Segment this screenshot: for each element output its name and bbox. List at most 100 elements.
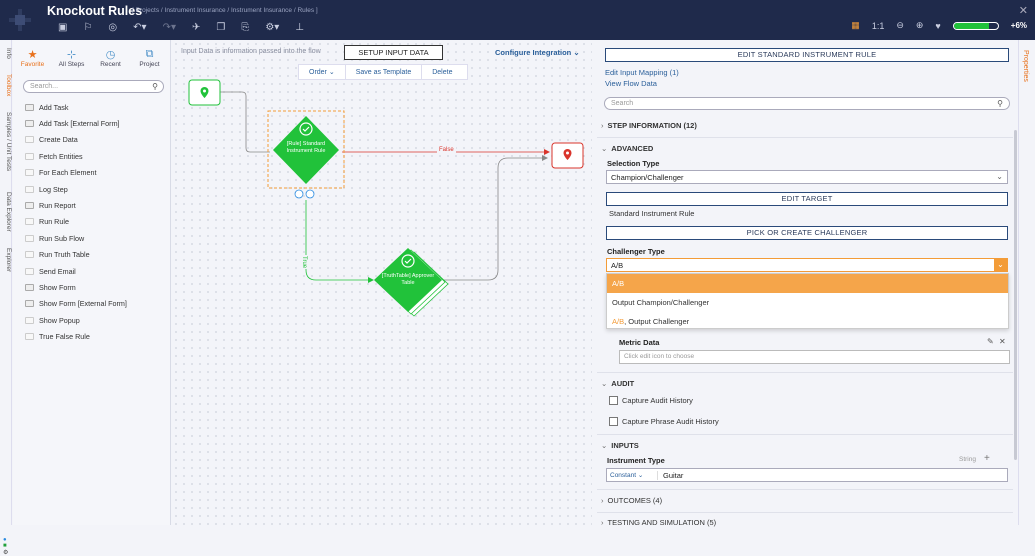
start-node[interactable] [188, 79, 221, 106]
chevron-down-icon: ⌄ [601, 379, 608, 388]
challenger-type-select[interactable]: A/B ⌄ [606, 258, 1008, 272]
report-icon [25, 202, 34, 210]
redo-icon[interactable]: ↷▾ [162, 22, 176, 33]
list-item[interactable]: Create Data [25, 132, 165, 148]
zoom-in-icon[interactable]: ⊕ [915, 20, 924, 30]
rule-node[interactable] [273, 116, 339, 184]
undo-icon[interactable]: ↶▾ [133, 22, 147, 33]
list-item[interactable]: Run Rule [25, 214, 165, 230]
edit-rule-button[interactable]: EDIT STANDARD INSTRUMENT RULE [605, 48, 1009, 62]
popup-icon [25, 316, 34, 324]
chevron-down-icon[interactable]: ⌄ [994, 258, 1007, 272]
list-item[interactable]: Show Form [External Form] [25, 296, 165, 312]
status-icons: ● ■ ⚙ [3, 537, 11, 556]
gear-icon[interactable]: ⚙▾ [265, 22, 280, 33]
properties-side-tab[interactable]: Properties [1018, 40, 1035, 525]
delete-button[interactable]: Delete [432, 69, 453, 76]
pick-challenger-button[interactable]: PICK OR CREATE CHALLENGER [606, 226, 1008, 240]
tab-data-explorer[interactable]: Data Explorer [5, 192, 12, 232]
app-logo-icon[interactable] [6, 6, 34, 34]
edit-target-button[interactable]: EDIT TARGET [606, 192, 1008, 206]
flow-canvas[interactable]: Input Data is information passed into th… [172, 40, 592, 525]
setup-input-data-button[interactable]: SETUP INPUT DATA [344, 45, 443, 60]
capture-audit-checkbox[interactable] [609, 396, 618, 405]
list-item[interactable]: Fetch Entities [25, 148, 165, 164]
list-item[interactable]: Add Task [25, 99, 165, 115]
option-ab[interactable]: A/B [607, 274, 1008, 293]
list-item[interactable]: Show Popup [25, 312, 165, 328]
task-icon [25, 103, 34, 111]
list-item[interactable]: Run Report [25, 197, 165, 213]
view-flow-data-link[interactable]: View Flow Data [605, 79, 657, 88]
hierarchy-icon[interactable]: ⊥ [295, 22, 305, 33]
order-menu[interactable]: Order ⌄ [299, 65, 346, 79]
save-as-template-button[interactable]: Save as Template [346, 65, 423, 79]
option-output-champion-challenger[interactable]: Output Champion/Challenger [612, 298, 710, 307]
settings-icon[interactable]: ⚙ [3, 550, 9, 556]
search-icon[interactable]: ⚲ [997, 99, 1003, 108]
info-icon[interactable] [294, 189, 304, 199]
copy-icon[interactable]: ❐ [216, 22, 226, 33]
eye-icon[interactable]: ◎ [108, 22, 118, 33]
tab-recent[interactable]: ◷Recent [91, 48, 130, 68]
list-item[interactable]: Log Step [25, 181, 165, 197]
flag-icon[interactable]: ⚐ [83, 22, 93, 33]
section-inputs[interactable]: ⌄INPUTS [601, 441, 639, 450]
delete-icon[interactable] [305, 189, 315, 199]
properties-search-input[interactable]: Search ⚲ [604, 97, 1010, 110]
add-icon[interactable]: + [984, 453, 990, 464]
section-testing[interactable]: ›TESTING AND SIMULATION (5) [601, 518, 717, 527]
tab-info[interactable]: Info [5, 48, 12, 59]
list-item[interactable]: Send Email [25, 263, 165, 279]
option-ab-output-challenger[interactable]: A/B, Output Challenger [612, 317, 690, 326]
instrument-type-input[interactable]: Constant ⌄ Guitar [606, 468, 1008, 482]
breadcrumb[interactable]: [ Projects / Instrument Insurance / Inst… [132, 7, 318, 14]
save-icon[interactable]: ▣ [58, 22, 68, 33]
tab-project[interactable]: ⧉Project [130, 48, 169, 68]
list-item[interactable]: Add Task [External Form] [25, 115, 165, 131]
grid-icon[interactable]: ▦ [851, 20, 860, 30]
clear-icon[interactable]: ✕ [999, 337, 1006, 346]
flow-diagram [188, 79, 584, 317]
section-outcomes[interactable]: ›OUTCOMES (4) [601, 496, 663, 505]
list-item[interactable]: For Each Element [25, 165, 165, 181]
app-title: Knockout Rules [47, 4, 143, 18]
close-icon[interactable]: ✕ [1018, 5, 1028, 17]
designer-toolbar: ▣ ⚐ ◎ ↶▾ ↷▾ ✈ ❐ ⎘ ⚙▾ ⊥ [58, 22, 304, 33]
capture-audit-label: Capture Audit History [622, 396, 693, 405]
tab-toolbox[interactable]: Toolbox [5, 74, 12, 97]
zoom-out-icon[interactable]: ⊖ [896, 20, 904, 30]
edit-pencil-icon[interactable]: ✎ [987, 337, 994, 346]
constant-selector[interactable]: Constant ⌄ [610, 472, 644, 479]
edit-input-mapping-link[interactable]: Edit Input Mapping (1) [605, 68, 679, 77]
search-icon[interactable]: ⚲ [152, 82, 158, 91]
selection-box [267, 110, 345, 189]
selection-type-select[interactable]: Champion/Challenger ⌄ [606, 170, 1008, 184]
tab-explorer[interactable]: Explorer [5, 248, 12, 273]
loop-icon [25, 169, 34, 177]
run-icon[interactable]: ✈ [191, 22, 201, 33]
capture-phrase-checkbox[interactable] [609, 417, 618, 426]
paste-icon[interactable]: ⎘ [241, 22, 250, 33]
project-icon: ⧉ [145, 48, 154, 60]
truth-table-node[interactable] [374, 248, 449, 317]
end-node[interactable] [551, 142, 584, 169]
list-item[interactable]: True False Rule [25, 328, 165, 344]
tab-favorite[interactable]: ★Favorite [13, 48, 52, 68]
properties-scrollbar[interactable] [1014, 130, 1017, 460]
section-audit[interactable]: ⌄AUDIT [601, 379, 635, 388]
metric-data-field[interactable]: Click edit icon to choose [619, 350, 1010, 364]
section-advanced[interactable]: ⌄ADVANCED [601, 144, 654, 153]
list-item[interactable]: Show Form [25, 279, 165, 295]
arrow-false [544, 149, 550, 155]
toolbox-search-input[interactable]: Search... ⚲ [23, 80, 164, 93]
false-label: False [437, 147, 456, 153]
connector-true [305, 200, 368, 281]
list-item[interactable]: Run Truth Table [25, 247, 165, 263]
list-item[interactable]: Run Sub Flow [25, 230, 165, 246]
section-step-information[interactable]: ›STEP INFORMATION (12) [601, 121, 697, 130]
fit-icon[interactable]: 1:1 [871, 20, 885, 31]
tab-all-steps[interactable]: ⊹All Steps [52, 48, 91, 68]
tab-samples[interactable]: Samples / Unit Tests [5, 112, 12, 172]
configure-integration-link[interactable]: Configure Integration ⌄ [495, 48, 580, 57]
